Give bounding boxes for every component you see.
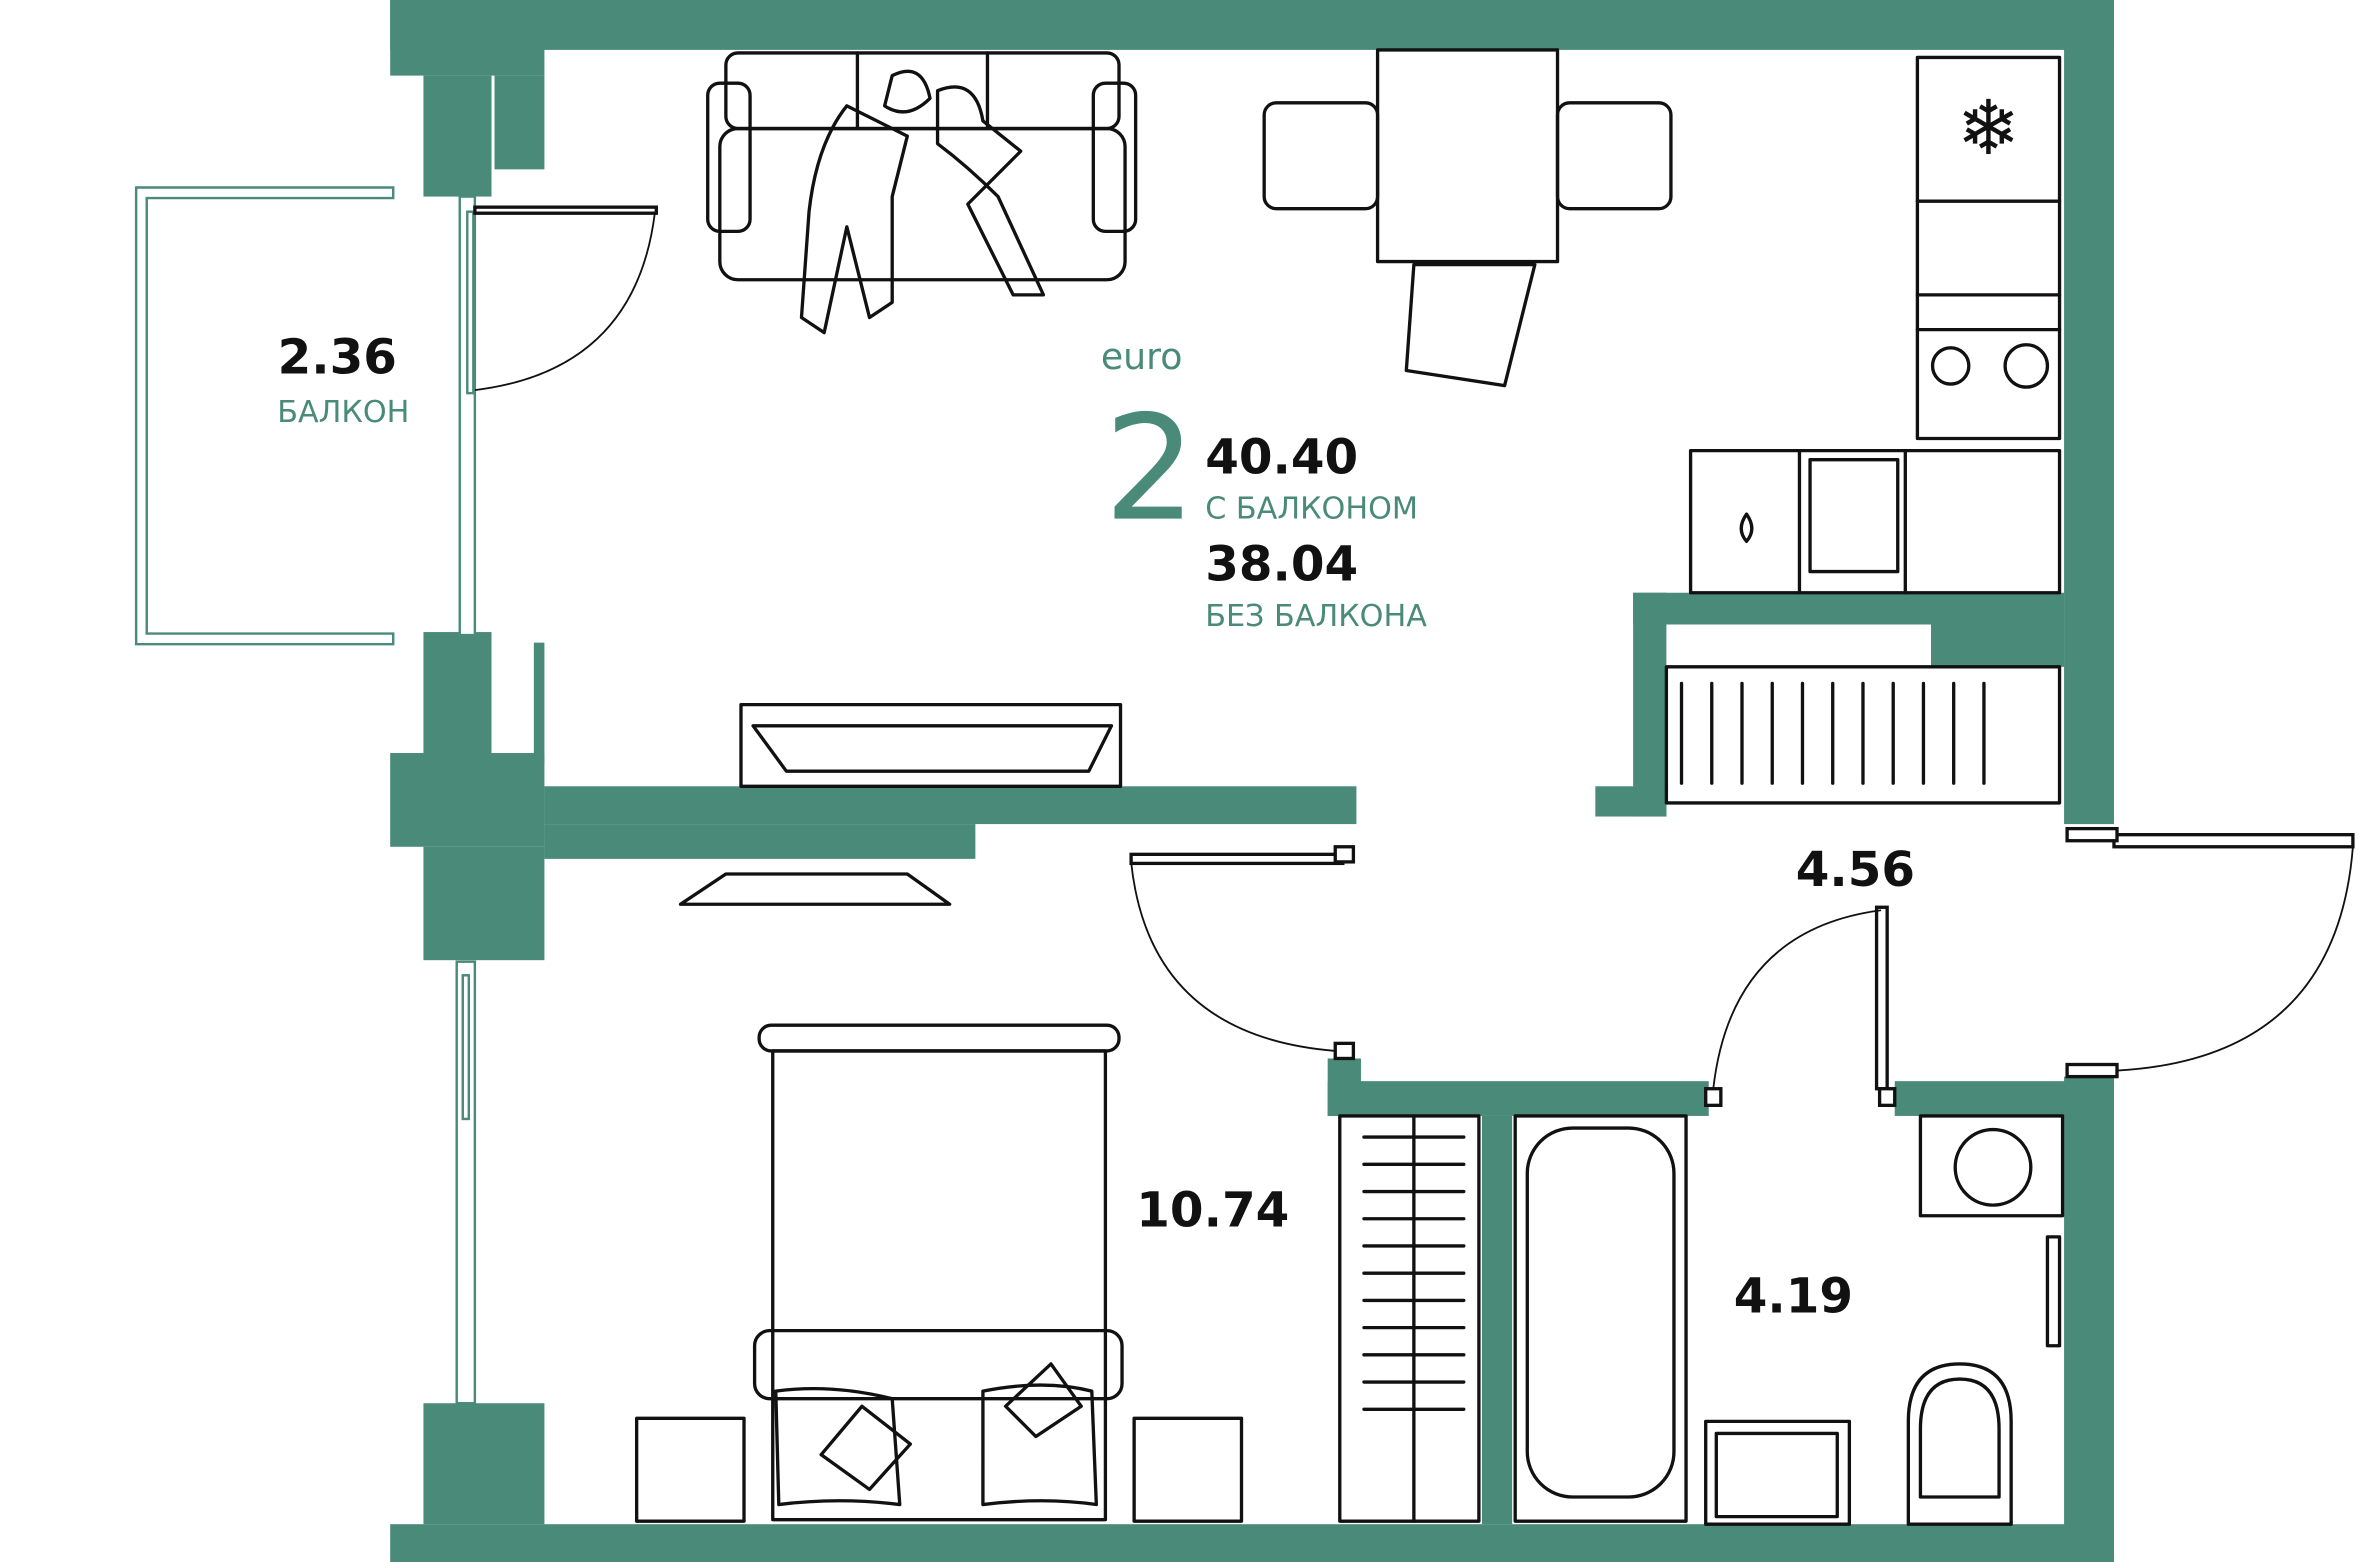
tv-stand (739, 702, 1123, 788)
stove-burner (1930, 346, 1971, 386)
window-bedroom (455, 960, 477, 1405)
stove-burner (2003, 343, 2050, 389)
bathroom-area: 4.19 (1734, 1269, 1853, 1325)
bedroom-area: 10.74 (1136, 1182, 1289, 1238)
rooms-count: 2 (1104, 385, 1196, 554)
hallway-area: 4.56 (1796, 842, 1915, 898)
washing-machine (1918, 1114, 2065, 1218)
bedroom-door[interactable] (1129, 845, 1356, 1061)
window-living (458, 195, 477, 637)
entrance-door[interactable] (2065, 826, 2355, 1079)
walls (390, 0, 2114, 1562)
bedroom-wardrobe (1338, 1114, 1481, 1523)
hall-wardrobe (1664, 665, 2062, 805)
kitchen: ❄ (1688, 55, 2062, 595)
toilet (1906, 1362, 2013, 1526)
bathtub (1513, 1114, 1688, 1523)
freezer-icon: ❄ (1957, 84, 2020, 172)
bathroom-fixtures (1513, 1114, 2065, 1526)
bedroom-tv (678, 872, 952, 906)
balcony-area: 2.36 (278, 329, 397, 385)
dining-table (1262, 48, 1673, 388)
balcony[interactable] (134, 186, 395, 646)
total-area-without-balcony: 38.04 (1205, 537, 1358, 593)
sofa (706, 51, 1138, 335)
bathroom-door[interactable] (1704, 905, 1897, 1108)
with-balcony-label: С БАЛКОНОМ (1205, 492, 1418, 527)
without-balcony-label: БЕЗ БАЛКОНА (1205, 599, 1427, 634)
plan-type-prefix: euro (1101, 335, 1183, 378)
total-area-with-balcony: 40.40 (1205, 429, 1358, 485)
washbasin (1704, 1419, 1852, 1526)
balcony-door[interactable] (473, 205, 658, 392)
balcony-label: БАЛКОН (277, 395, 409, 430)
sink (1808, 458, 1900, 574)
bed (634, 1023, 1244, 1523)
